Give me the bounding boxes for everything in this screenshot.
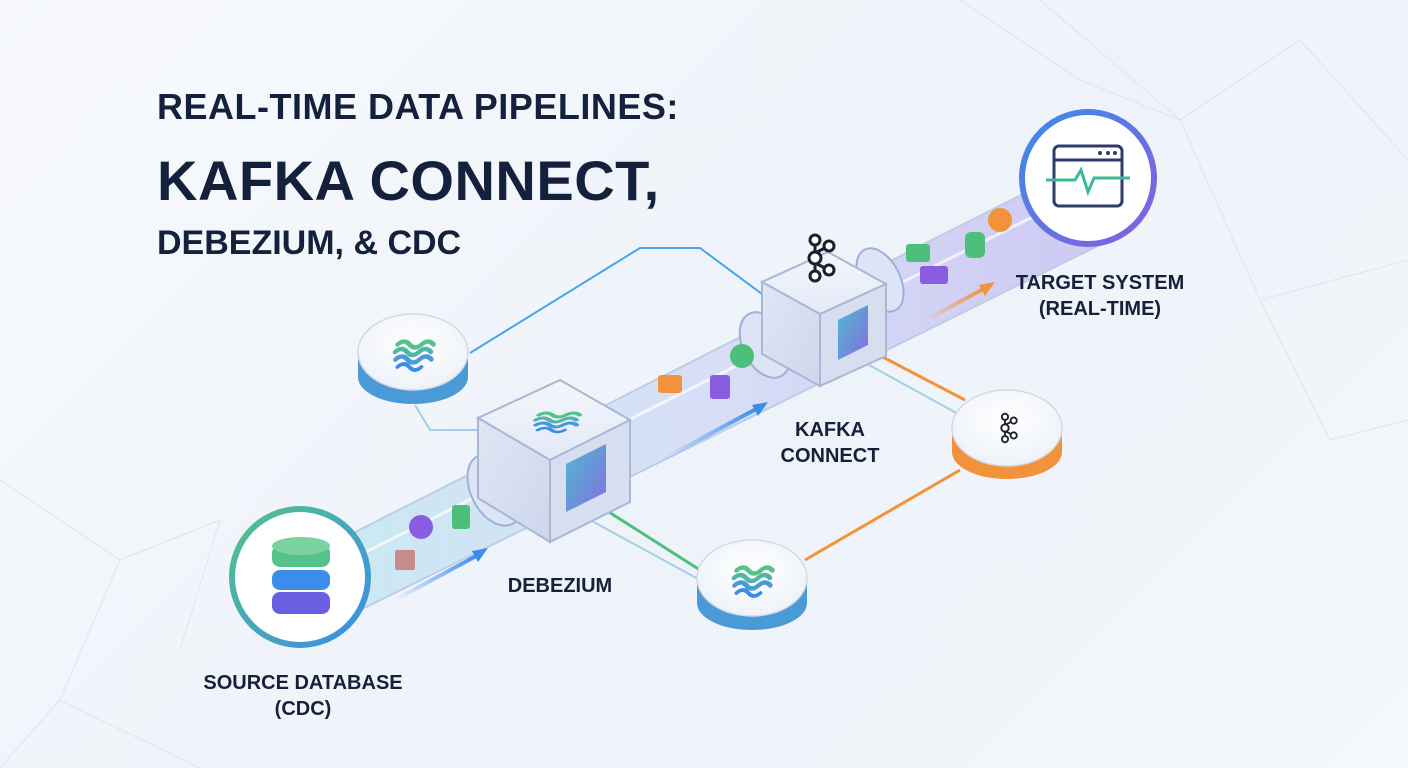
kafka-badge-right bbox=[951, 389, 1063, 479]
title-line-2: KAFKA CONNECT, bbox=[157, 149, 660, 212]
arrow-head-icon bbox=[472, 548, 488, 562]
arrow-head-icon bbox=[979, 282, 995, 296]
title-line-3: DEBEZIUM, & CDC bbox=[157, 224, 462, 262]
packet-green-2 bbox=[906, 244, 930, 262]
packet-purple bbox=[710, 375, 730, 399]
packet-green-3 bbox=[965, 232, 985, 258]
debezium-cube bbox=[475, 378, 633, 544]
connector-lines bbox=[414, 247, 966, 581]
debezium-badge-top bbox=[357, 313, 469, 404]
source-database-label: SOURCE DATABASE (CDC) bbox=[203, 672, 403, 720]
flow-arrows bbox=[394, 282, 995, 602]
packet-circle-green bbox=[730, 344, 754, 368]
target-system-label: TARGET SYSTEM (REAL-TIME) bbox=[1015, 272, 1185, 320]
arrow-head-icon bbox=[752, 402, 768, 416]
packet-purple-2 bbox=[920, 266, 948, 284]
packet-pink bbox=[395, 550, 415, 570]
packet-circle-orange bbox=[988, 208, 1012, 232]
kafka-connect-label: KAFKA CONNECT bbox=[780, 419, 880, 467]
data-packets bbox=[395, 208, 1012, 570]
packet-circle-purple bbox=[409, 515, 433, 539]
target-system-node bbox=[1019, 109, 1157, 247]
packet-orange bbox=[658, 375, 682, 393]
title-line-1: REAL-TIME DATA PIPELINES: bbox=[157, 86, 679, 127]
kafka-connect-cube bbox=[759, 250, 889, 388]
debezium-badge-bottom bbox=[696, 539, 808, 630]
database-icon bbox=[272, 537, 330, 614]
debezium-label: DEBEZIUM bbox=[507, 575, 613, 597]
source-database-node bbox=[229, 506, 371, 648]
packet-green bbox=[452, 505, 470, 529]
monitor-pulse-icon bbox=[1046, 144, 1130, 208]
